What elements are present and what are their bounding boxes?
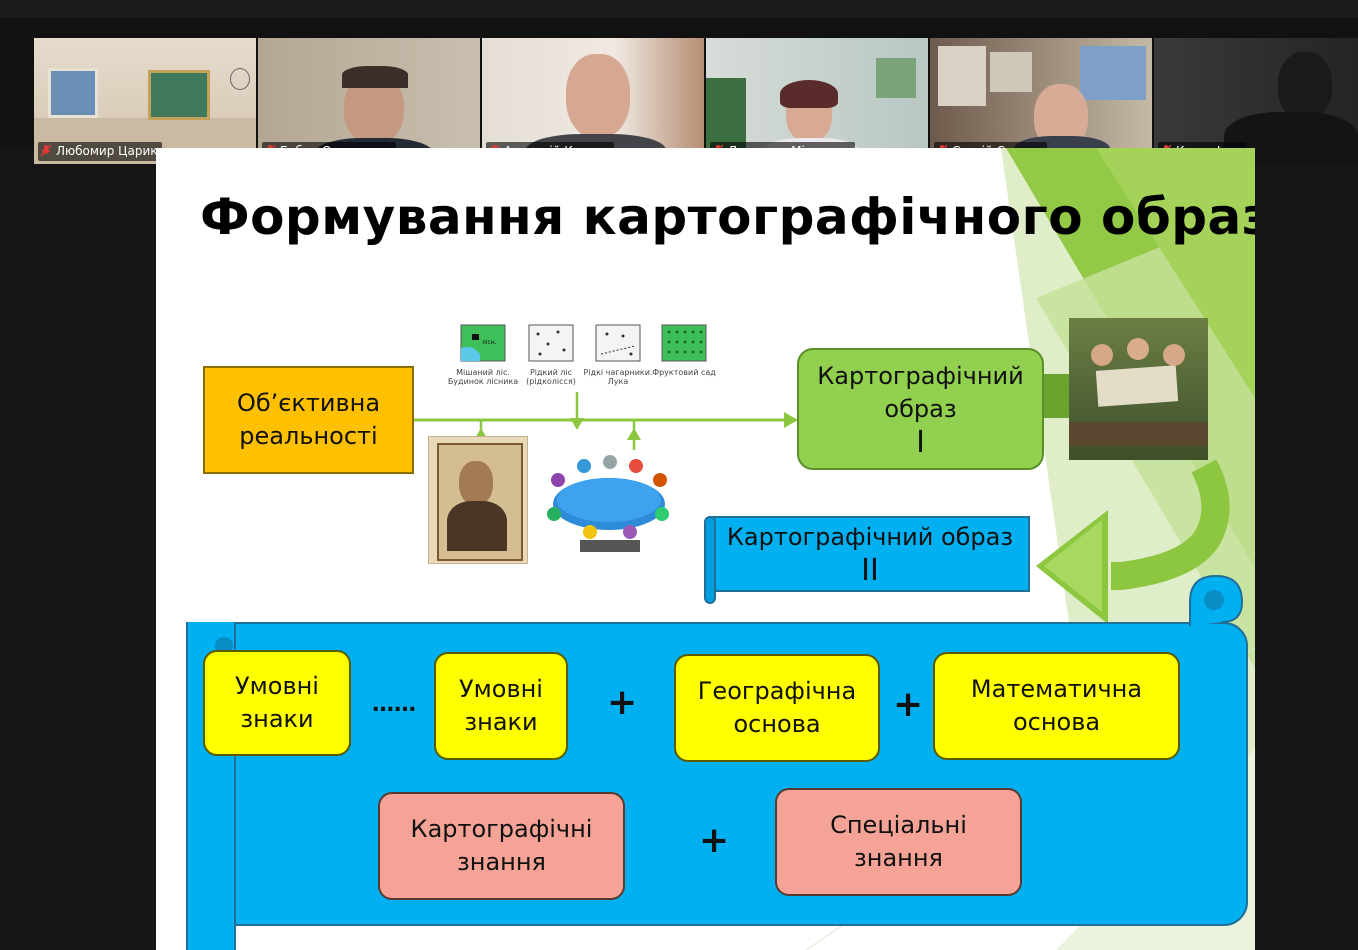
- window-top-bar: [0, 0, 1358, 18]
- cartographic-image-2-box: Картографічний образ II: [710, 516, 1030, 592]
- cartographic-image-1-title: Картографічний образ: [817, 361, 1024, 423]
- map-legend-mark-1: лісн.: [482, 339, 497, 346]
- plus-sign-3: +: [699, 820, 730, 861]
- participant-name-1: Любомир Царик: [38, 142, 163, 161]
- scroll-curl-decoration: [1189, 574, 1244, 626]
- historical-portrait-image: [428, 436, 528, 564]
- objective-reality-label: Об’єктивна реальності: [236, 389, 381, 450]
- special-knowledge-label: Спеціальні знання: [830, 811, 967, 872]
- participant-tile-3[interactable]: Анатолій Корнус: [482, 38, 704, 164]
- conventional-signs-label-2: Умовні знаки: [459, 675, 543, 736]
- orchard-symbol-icon: [661, 324, 707, 362]
- objective-reality-box: Об’єктивна реальності: [203, 366, 414, 474]
- cartographic-knowledge-box: Картографічні знання: [378, 792, 625, 900]
- map-legend-label-3: Рідкі чагарники. Лука: [583, 368, 653, 386]
- mathematical-base-box: Математична основа: [933, 652, 1180, 760]
- plus-sign-1: +: [607, 682, 638, 723]
- ellipsis-text: ……: [372, 692, 416, 717]
- cartographic-image-1-numeral: I: [916, 424, 925, 460]
- flow-arrows: [414, 374, 1230, 624]
- geographic-base-box: Географічна основа: [674, 654, 880, 762]
- geographic-base-label: Географічна основа: [697, 677, 857, 738]
- map-legend-label-1: Мішаний ліс. Будинок лісника: [447, 368, 519, 386]
- plus-sign-2: +: [893, 684, 924, 725]
- slide-title: Формування картографічного образу: [200, 188, 1255, 246]
- participants-strip: Любомир Царик Бубир Олександр Анатолій К…: [0, 18, 1358, 164]
- cartographic-knowledge-label: Картографічні знання: [410, 815, 593, 876]
- shrubs-meadow-symbol-icon: [595, 324, 641, 362]
- participant-tile-5[interactable]: Сергій Сонько: [930, 38, 1152, 164]
- shared-slide: Формування картографічного образу Мішани…: [156, 148, 1255, 950]
- cartographic-image-2-title: Картографічний образ: [726, 523, 1014, 551]
- mixed-forest-symbol-icon: [460, 324, 506, 362]
- special-knowledge-box: Спеціальні знання: [775, 788, 1022, 896]
- mathematical-base-label: Математична основа: [970, 675, 1143, 736]
- map-legend-label-4: Фруктовий сад: [652, 368, 716, 377]
- sparse-forest-symbol-icon: [528, 324, 574, 362]
- cartographic-image-1-box: Картографічний образ I: [797, 348, 1044, 470]
- children-with-map-photo: [1069, 318, 1208, 460]
- participant-tile-4[interactable]: Людмила Міронець: [706, 38, 928, 164]
- participant-tile-1[interactable]: Любомир Царик: [34, 38, 256, 164]
- teamwork-table-image: [547, 455, 669, 552]
- conventional-signs-box-2: Умовні знаки: [434, 652, 568, 760]
- conventional-signs-label-1: Умовні знаки: [235, 672, 319, 733]
- cartographic-image-2-scroll: Картографічний образ II: [704, 516, 1030, 604]
- participant-name-text-1: Любомир Царик: [56, 144, 158, 158]
- mic-muted-icon: [41, 144, 51, 157]
- participant-tile-6[interactable]: Кузик Ігор: [1154, 38, 1358, 164]
- map-legend-label-2: Рідкий ліс (рідколісся): [526, 368, 576, 386]
- conventional-signs-box-1: Умовні знаки: [203, 650, 351, 756]
- participant-tile-2[interactable]: Бубир Олександр: [258, 38, 480, 164]
- cartographic-image-2-numeral: II: [861, 553, 879, 588]
